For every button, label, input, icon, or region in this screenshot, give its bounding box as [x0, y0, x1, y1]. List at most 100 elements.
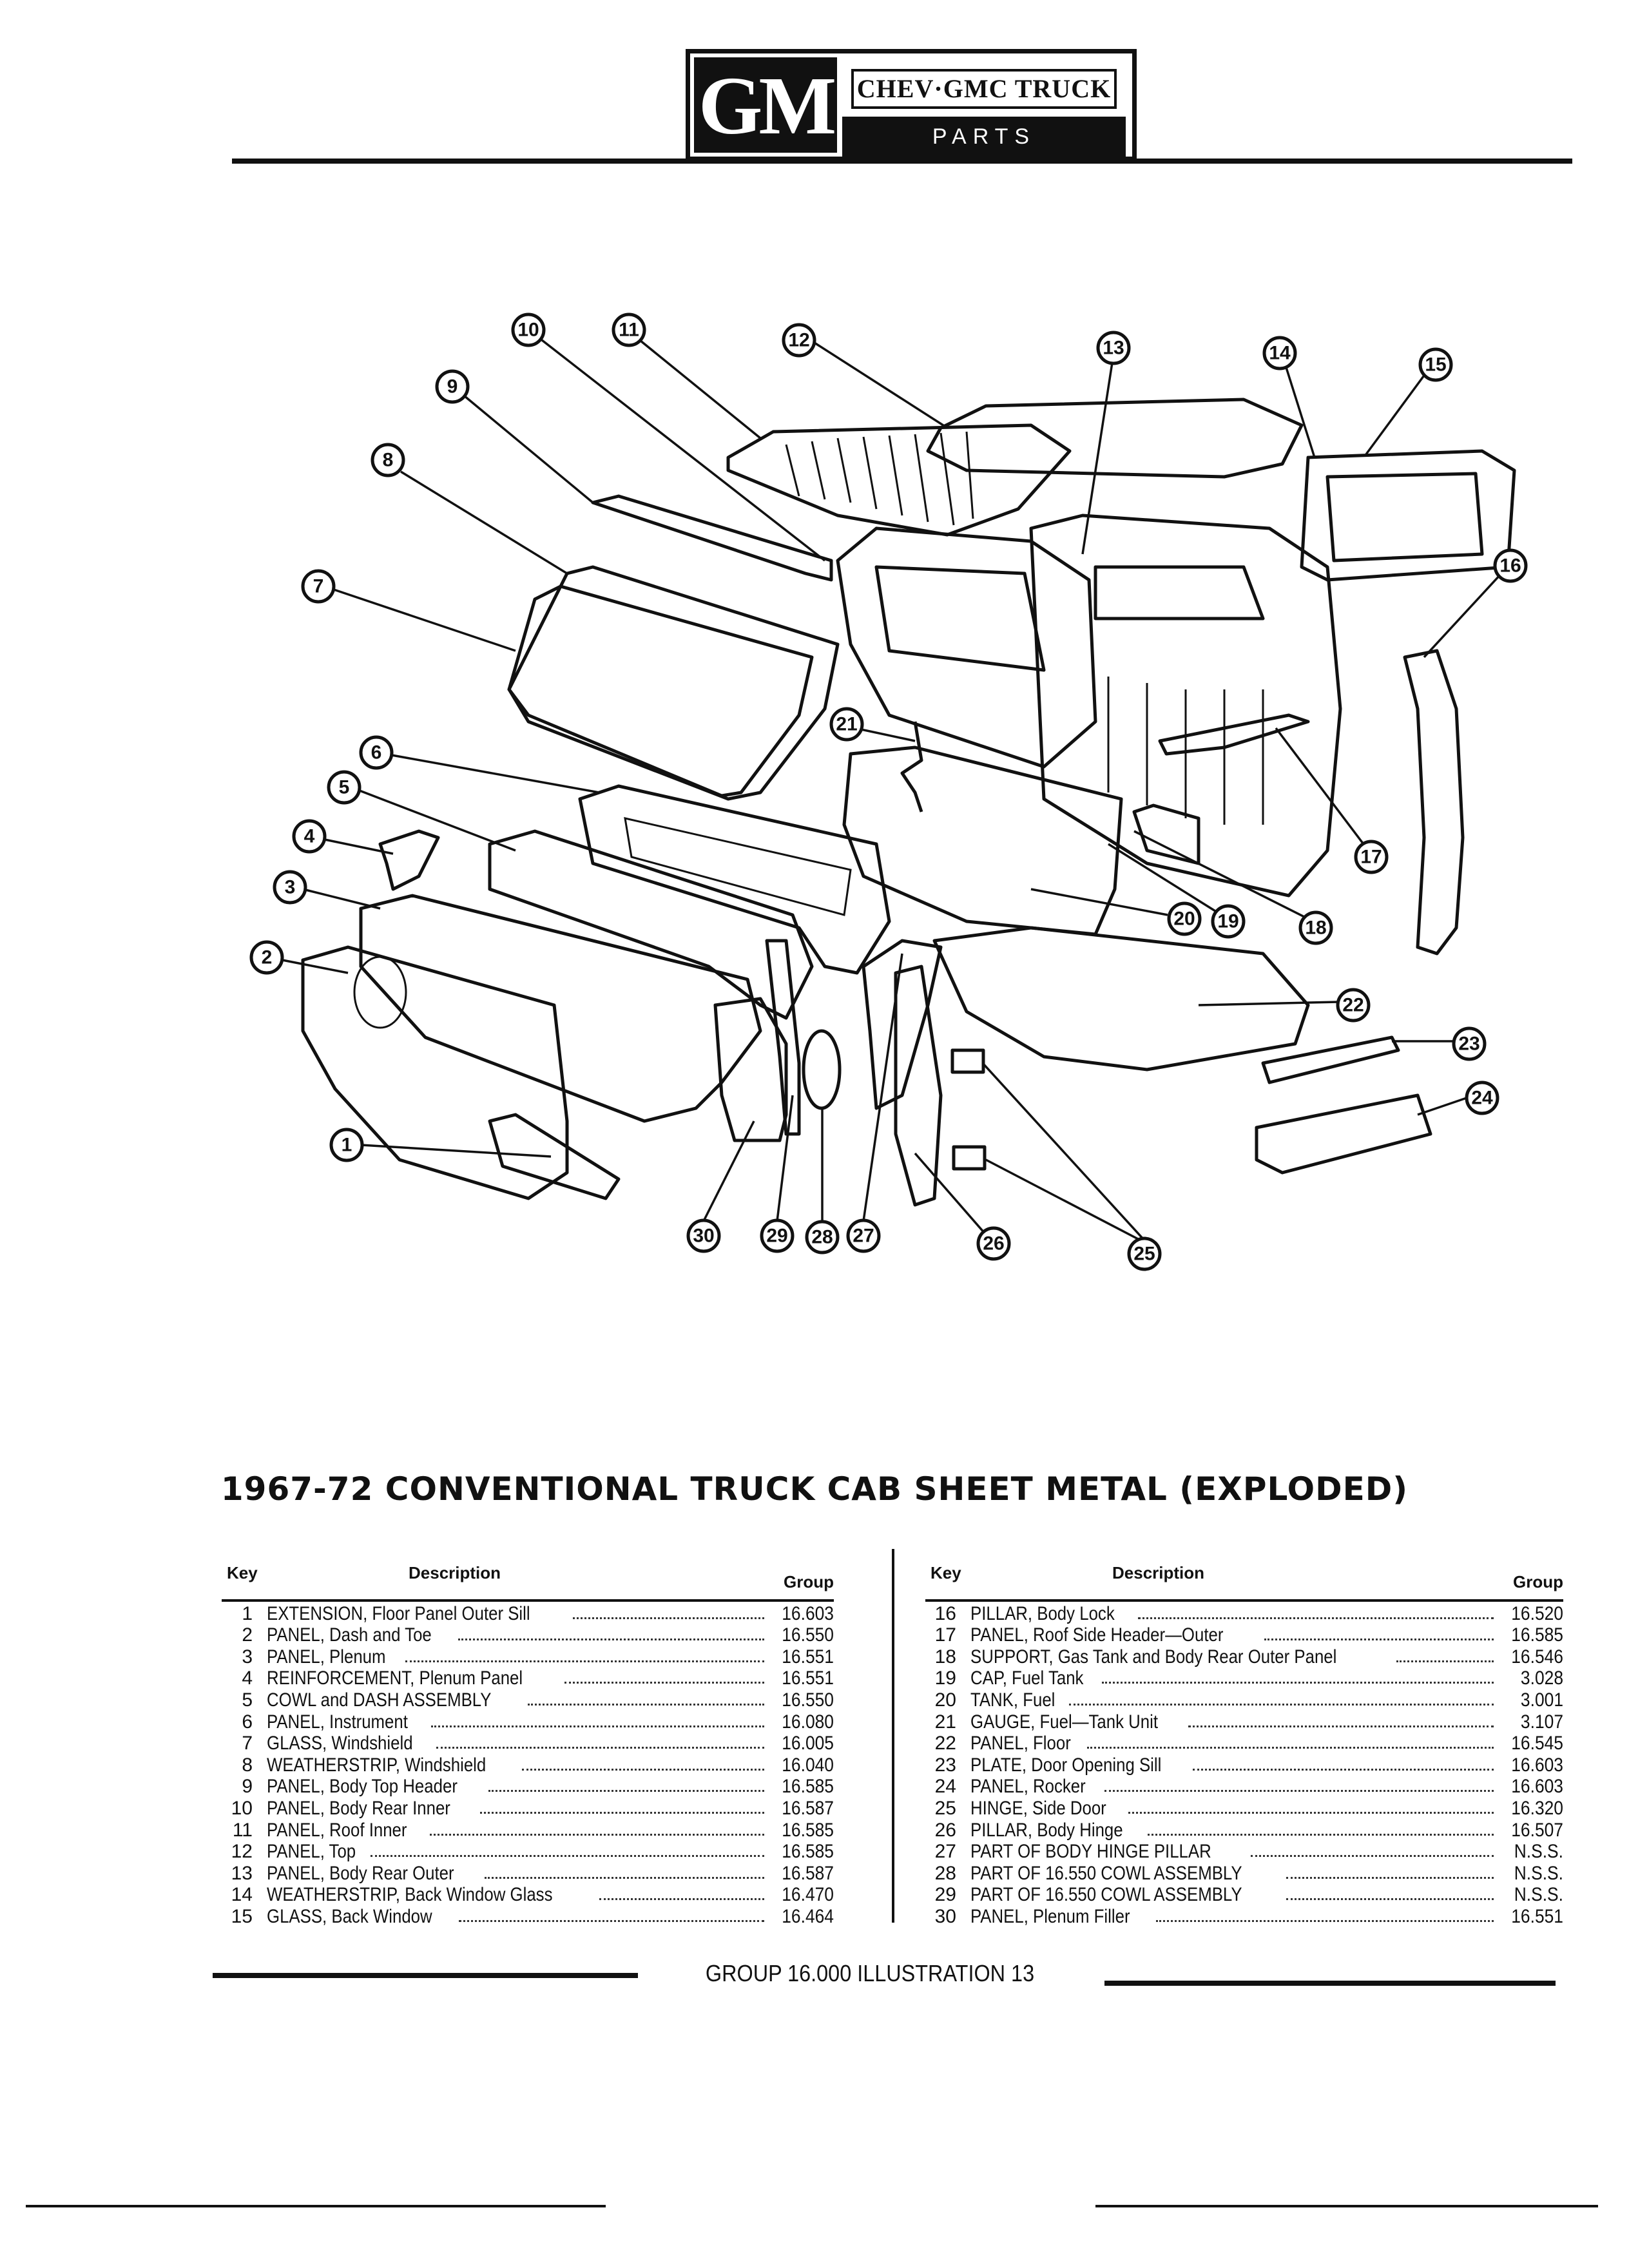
header-group: Group [784, 1572, 834, 1591]
callout-29: 29 [760, 1218, 795, 1253]
row-key: 28 [934, 1862, 956, 1884]
row-key: 27 [934, 1841, 956, 1863]
row-group: 16.603 [782, 1602, 834, 1624]
page-bottom-rule [26, 2205, 606, 2207]
part-body-top-header [591, 494, 833, 582]
svg-text:10: 10 [517, 320, 539, 341]
callout-30: 30 [686, 1218, 721, 1253]
part-body-rear-inner [836, 526, 1097, 769]
row-leader-dots [1104, 1790, 1494, 1792]
callout-25: 25 [1127, 1236, 1162, 1271]
svg-text:19: 19 [1217, 911, 1239, 932]
row-key: 12 [231, 1841, 253, 1863]
row-group: N.S.S. [1514, 1884, 1563, 1906]
row-description: PILLAR, Body Hinge [970, 1819, 1123, 1841]
row-description: GLASS, Back Window [267, 1905, 432, 1927]
group-illustration-label: GROUP 16.000 ILLUSTRATION 13 [705, 1960, 1035, 1986]
svg-text:4: 4 [304, 826, 315, 847]
row-description: PANEL, Body Rear Outer [267, 1862, 454, 1884]
row-description: SUPPORT, Gas Tank and Body Rear Outer Pa… [970, 1646, 1337, 1667]
row-leader-dots [528, 1703, 764, 1706]
row-key: 1 [242, 1602, 253, 1624]
row-group: 16.587 [782, 1797, 834, 1819]
table-header: Key Description Group [925, 1554, 1563, 1602]
row-leader-dots [370, 1855, 764, 1858]
callout-16: 16 [1493, 548, 1528, 583]
row-group: 3.107 [1520, 1711, 1563, 1733]
svg-text:7: 7 [313, 576, 324, 597]
row-key: 8 [242, 1754, 253, 1776]
svg-text:14: 14 [1269, 343, 1291, 364]
exploded-cab-diagram: 1 2 3 4 5 6 7 8 9 10 11 12 13 14 15 16 1… [249, 312, 1528, 1271]
row-key: 3 [242, 1646, 253, 1667]
callout-1: 1 [329, 1128, 364, 1162]
part-windshield-weatherstrip [507, 565, 840, 801]
part-plenum-panel [359, 894, 762, 1123]
table-divider [892, 1549, 894, 1923]
callout-2: 2 [249, 940, 284, 975]
svg-text:27: 27 [853, 1225, 874, 1247]
row-leader-dots [1138, 1617, 1494, 1619]
row-leader-dots [1286, 1898, 1494, 1901]
part-door-opening-sill-plate [1261, 1035, 1400, 1084]
table-header: Key Description Group [222, 1554, 834, 1602]
row-group: 16.585 [782, 1841, 834, 1863]
row-group: 16.585 [1511, 1624, 1563, 1646]
header-rule [232, 159, 1572, 164]
row-description: HINGE, Side Door [970, 1797, 1106, 1819]
row-key: 30 [934, 1905, 956, 1927]
part-roof-side-header [1158, 713, 1310, 756]
callout-19: 19 [1211, 904, 1246, 939]
svg-text:21: 21 [836, 714, 857, 735]
part-body-lock-pillar [1403, 649, 1465, 956]
row-group: 16.507 [1511, 1819, 1563, 1841]
row-group: 16.040 [782, 1754, 834, 1776]
part-floor-panel [932, 926, 1310, 1072]
svg-text:29: 29 [766, 1225, 787, 1247]
row-description: PART OF 16.550 COWL ASSEMBLY [970, 1884, 1242, 1906]
row-description: PANEL, Floor [970, 1733, 1071, 1754]
row-key: 2 [242, 1624, 253, 1646]
svg-text:17: 17 [1360, 847, 1382, 868]
svg-text:16: 16 [1499, 555, 1521, 577]
row-group: 16.585 [782, 1776, 834, 1798]
row-group: 16.603 [1511, 1776, 1563, 1798]
callout-24: 24 [1465, 1081, 1499, 1115]
svg-text:26: 26 [983, 1233, 1004, 1254]
part-body-hinge-pillar [894, 965, 943, 1207]
part-rocker-panel [1255, 1093, 1432, 1175]
row-leader-dots [430, 1725, 764, 1727]
row-group: 16.545 [1511, 1733, 1563, 1754]
row-group: 3.028 [1520, 1667, 1563, 1689]
part-fuel-gauge-unit [900, 721, 923, 812]
row-leader-dots [480, 1811, 764, 1814]
part-windshield-glass [507, 584, 814, 798]
row-description: PANEL, Dash and Toe [267, 1624, 432, 1646]
callout-8: 8 [371, 443, 405, 477]
row-group: 16.551 [1511, 1905, 1563, 1927]
row-description: PILLAR, Body Lock [970, 1602, 1115, 1624]
callout-9: 9 [435, 369, 470, 404]
callout-10: 10 [511, 312, 546, 347]
row-key: 19 [934, 1667, 956, 1689]
row-key: 16 [934, 1602, 956, 1624]
row-group: 16.550 [782, 1689, 834, 1711]
row-leader-dots [405, 1660, 764, 1662]
header-key: Key [930, 1563, 961, 1582]
callout-27: 27 [846, 1218, 881, 1253]
row-key: 14 [231, 1884, 253, 1906]
row-group: N.S.S. [1514, 1862, 1563, 1884]
